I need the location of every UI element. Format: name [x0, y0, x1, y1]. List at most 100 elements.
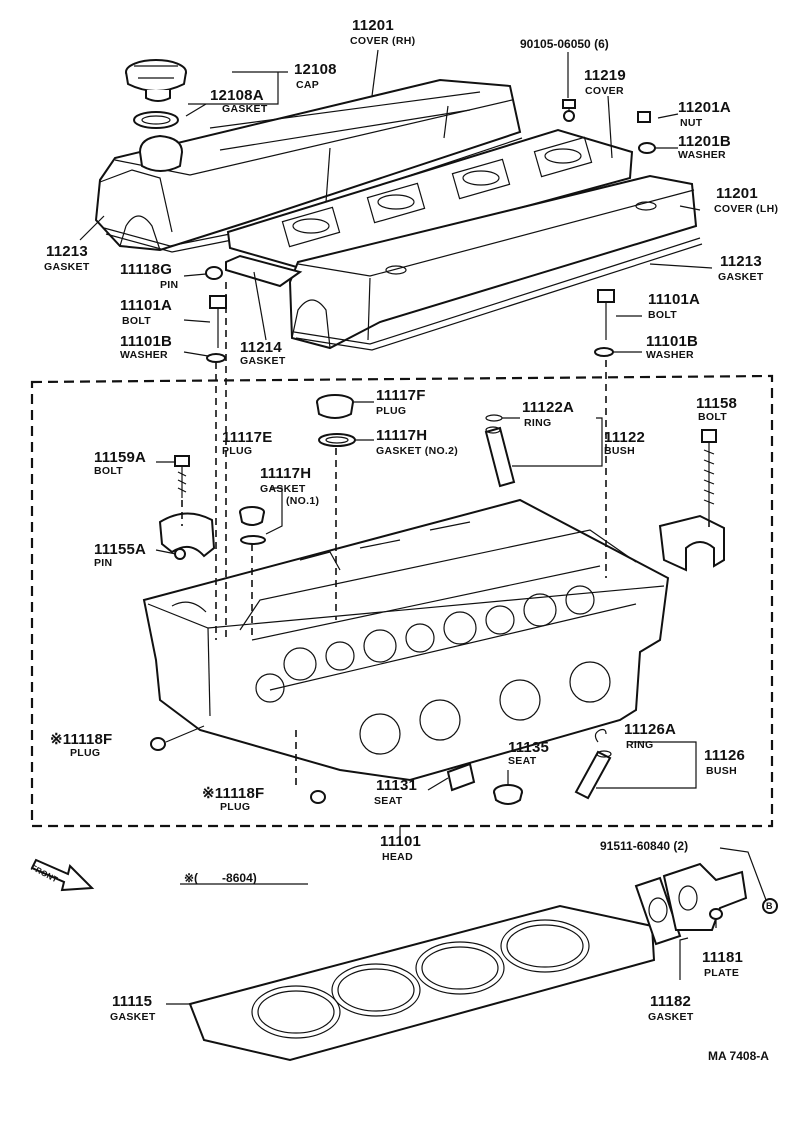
part-number-11118f-lower: ※11118F: [202, 785, 265, 802]
part-name-gasket-11214: GASKET: [240, 355, 286, 367]
cylinder-head: [142, 498, 670, 782]
gasket-11214: [225, 254, 303, 288]
head-assembly-boundary: [30, 374, 774, 828]
ref-marker-circle: [762, 898, 778, 914]
ring-11122a: [485, 414, 503, 422]
part-number-11201-lh: 11201: [716, 185, 758, 202]
part-name-bolt-11101a-right: BOLT: [648, 309, 677, 321]
washer-right: [594, 347, 614, 357]
part-name-cover-11219: COVER: [585, 85, 624, 97]
plate-11181: [662, 862, 748, 931]
ref-marker-letter: B: [766, 901, 773, 911]
plug-11118f-upper: [150, 737, 166, 751]
part-name-pin-11155a: PIN: [94, 557, 113, 569]
part-name-cap: CAP: [296, 79, 320, 91]
part-name-washer-11101b-right: WASHER: [646, 349, 694, 361]
part-name-gasket-11213-right: GASKET: [718, 271, 764, 283]
gasket-11117h-no1: [240, 535, 266, 545]
part-name-no1: (NO.1): [286, 495, 320, 507]
part-number-11159a: 11159A: [94, 449, 147, 466]
cylinder-head-cover-lh: [288, 174, 703, 351]
part-number-11158: 11158: [696, 395, 738, 412]
front-arrow: [30, 858, 95, 892]
part-number-90105: 90105-06050 (6): [520, 37, 609, 51]
part-name-bolt-11101a-left: BOLT: [122, 315, 151, 327]
part-number-11201-rh: 11201: [352, 17, 394, 34]
part-number-11117f: 11117F: [376, 387, 426, 404]
part-number-12108: 12108: [294, 61, 337, 78]
part-name-gasket-11117h-no1: GASKET: [260, 483, 306, 495]
plug-11117f: [316, 394, 354, 419]
part-number-11122a: 11122A: [522, 399, 575, 416]
part-number-11213-right: 11213: [720, 253, 762, 270]
camshaft-bearing-cap-left: [158, 512, 216, 558]
part-name-plug-11117f: PLUG: [376, 405, 407, 417]
part-number-11118f-upper: ※11118F: [50, 731, 113, 748]
part-name-gasket-11182: GASKET: [648, 1011, 694, 1023]
part-number-11201b: 11201B: [678, 133, 731, 150]
ring-11126a: [594, 728, 607, 743]
part-name-plate: PLATE: [704, 967, 740, 979]
part-number-11101b-right: 11101B: [646, 333, 699, 350]
part-name-gasket-11115: GASKET: [110, 1011, 156, 1023]
part-name-plug-11118f-lower: PLUG: [220, 801, 251, 813]
part-number-11117h-no1: 11117H: [260, 465, 312, 482]
pin-11118g: [205, 266, 223, 280]
part-number-11126: 11126: [704, 747, 746, 764]
part-name-bolt-11159a: BOLT: [94, 465, 123, 477]
part-number-91511: 91511-60840 (2): [600, 839, 689, 853]
part-number-11117e: 11117E: [222, 429, 273, 446]
part-name-pin-11118g: PIN: [160, 279, 179, 291]
part-name-cover-lh: COVER (LH): [714, 203, 779, 215]
gasket-11182: [634, 876, 682, 946]
valve-seat-11131: [446, 762, 476, 792]
part-number-11131: 11131: [376, 777, 418, 794]
part-name-washer-11101b-left: WASHER: [120, 349, 168, 361]
bolt-11159a: [174, 455, 190, 498]
oil-filler-cap: [125, 59, 187, 172]
part-name-ring-11126a: RING: [626, 739, 654, 751]
cap-gasket-ring: [133, 111, 179, 129]
pin-11155a: [174, 548, 186, 560]
part-name-nut: NUT: [680, 117, 703, 129]
valve-seat-11135: [493, 784, 523, 805]
part-number-11117h-no2: 11117H: [376, 427, 428, 444]
spark-plug-cover: [226, 128, 634, 270]
part-name-gasket-12108a: GASKET: [222, 103, 268, 115]
part-name-ring-11122a: RING: [524, 417, 552, 429]
part-number-11101: 11101: [380, 833, 422, 850]
part-number-11101a-left: 11101A: [120, 297, 173, 314]
dashed-alignment-lines: [181, 282, 710, 790]
gasket-11117h-no2: [318, 433, 356, 447]
camshaft-bearing-cap-right: [658, 514, 725, 572]
part-name-head: HEAD: [382, 851, 413, 863]
head-bolt-left: [209, 295, 227, 348]
part-name-seat-11131: SEAT: [374, 795, 403, 807]
part-name-bolt-11158: BOLT: [698, 411, 727, 423]
part-number-11101b-left: 11101B: [120, 333, 173, 350]
part-number-11126a: 11126A: [624, 721, 677, 738]
part-name-gasket-no2: GASKET (NO.2): [376, 445, 459, 457]
figure-code: MA 7408-A: [708, 1049, 769, 1063]
head-bolt-right: [597, 289, 615, 340]
date-note: ※( -8604): [184, 871, 257, 885]
bolt-11158: [701, 429, 717, 520]
part-number-11201a: 11201A: [678, 99, 731, 116]
part-number-11101a-right: 11101A: [648, 291, 701, 308]
part-number-11118g: 11118G: [120, 261, 173, 278]
part-number-11181: 11181: [702, 949, 744, 966]
washer-11201b: [638, 142, 656, 154]
part-number-11219: 11219: [584, 67, 626, 84]
part-number-12108a: 12108A: [210, 87, 264, 104]
part-number-11214: 11214: [240, 339, 282, 356]
washer-left: [206, 353, 226, 363]
part-number-11115: 11115: [112, 993, 153, 1010]
part-number-11135: 11135: [508, 739, 550, 756]
part-number-11122: 11122: [604, 429, 646, 446]
part-name-seat-11135: SEAT: [508, 755, 537, 767]
bush-11122: [484, 426, 516, 488]
part-name-bush-11122: BUSH: [604, 445, 635, 457]
part-number-11155a: 11155A: [94, 541, 147, 558]
part-name-cover-rh: COVER (RH): [350, 35, 416, 47]
